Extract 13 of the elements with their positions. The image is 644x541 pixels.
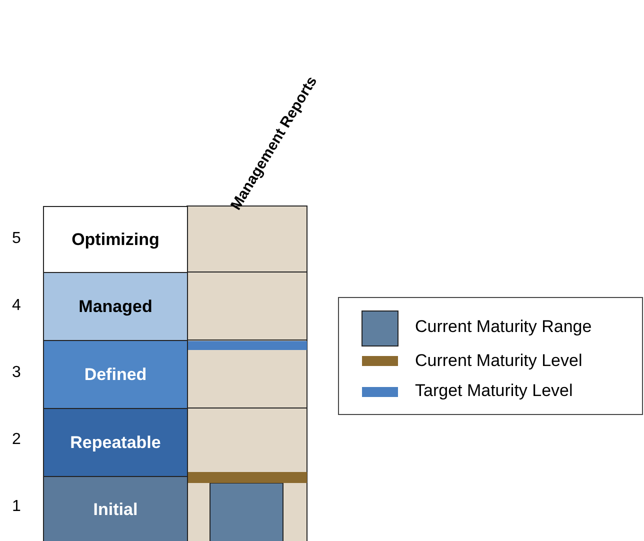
maturity-level-box: Initial (43, 476, 188, 541)
legend-text: Current Maturity Range (415, 317, 592, 337)
legend-text: Current Maturity Level (415, 351, 582, 371)
legend-text: Target Maturity Level (415, 381, 573, 401)
level-number: 2 (12, 431, 21, 449)
level-number: 5 (12, 230, 21, 248)
level-number: 3 (12, 364, 21, 382)
maturity-level-box: Repeatable (43, 408, 188, 477)
maturity-level-box: Managed (43, 272, 188, 341)
level-number: 1 (12, 498, 21, 516)
level-number: 4 (12, 297, 21, 315)
maturity-level-box: Optimizing (43, 206, 188, 273)
maturity-level-box: Defined (43, 340, 188, 409)
